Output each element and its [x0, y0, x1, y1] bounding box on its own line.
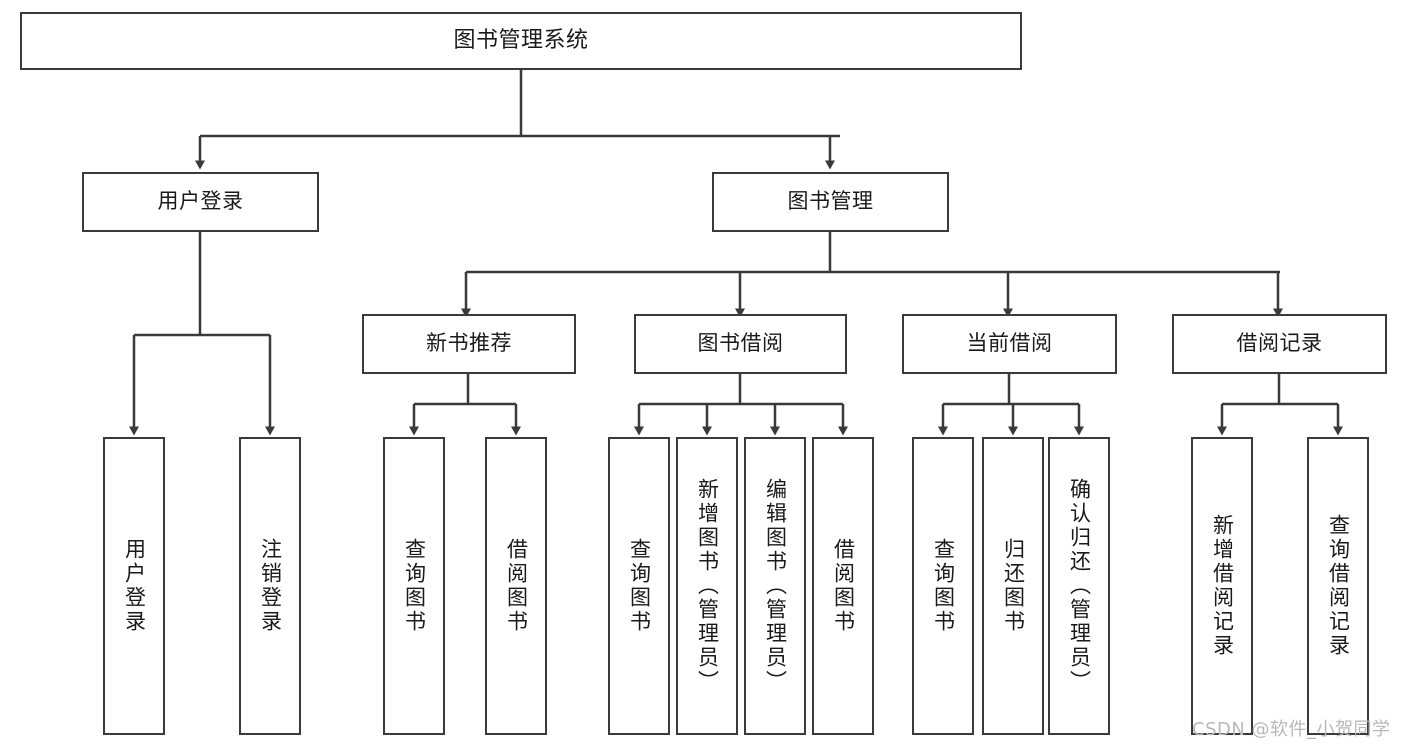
leaf-new-book-borrow[interactable]: 借阅图书 [485, 437, 547, 735]
leaf-new-book-query[interactable]: 查询图书 [383, 437, 445, 735]
leaf-new-book-borrow-label: 借阅图书 [504, 538, 529, 634]
node-book-borrow[interactable]: 图书借阅 [634, 314, 847, 374]
leaf-user-login-logout-label: 注销登录 [258, 538, 283, 634]
leaf-borrow-borrow-book[interactable]: 借阅图书 [812, 437, 874, 735]
node-current-borrow[interactable]: 当前借阅 [902, 314, 1117, 374]
leaf-current-confirm-return-label: 确认归还（管理员） [1067, 478, 1092, 694]
node-current-borrow-label: 当前借阅 [966, 331, 1053, 356]
leaf-new-book-query-label: 查询图书 [402, 538, 427, 634]
node-new-book-recommend[interactable]: 新书推荐 [362, 314, 576, 374]
leaf-current-query-book-label: 查询图书 [931, 538, 956, 634]
leaf-current-return-book[interactable]: 归还图书 [982, 437, 1044, 735]
leaf-record-query[interactable]: 查询借阅记录 [1307, 437, 1369, 735]
leaf-current-confirm-return[interactable]: 确认归还（管理员） [1048, 437, 1110, 735]
leaf-user-login-logout[interactable]: 注销登录 [239, 437, 301, 735]
leaf-borrow-edit-book-label: 编辑图书（管理员） [763, 478, 788, 694]
node-book-management[interactable]: 图书管理 [712, 172, 949, 232]
leaf-current-return-book-label: 归还图书 [1001, 538, 1026, 634]
leaf-user-login-login[interactable]: 用户登录 [103, 437, 165, 735]
node-user-login[interactable]: 用户登录 [82, 172, 319, 232]
node-book-management-label: 图书管理 [787, 189, 874, 214]
leaf-borrow-add-book-label: 新增图书（管理员） [695, 478, 720, 694]
leaf-record-add[interactable]: 新增借阅记录 [1191, 437, 1253, 735]
leaf-borrow-query-book-label: 查询图书 [627, 538, 652, 634]
watermark-text: CSDN @软件_小贺同学 [1192, 719, 1391, 740]
leaf-current-query-book[interactable]: 查询图书 [912, 437, 974, 735]
node-user-login-label: 用户登录 [157, 189, 244, 214]
node-new-book-recommend-label: 新书推荐 [426, 331, 512, 356]
node-borrow-record-label: 借阅记录 [1236, 331, 1323, 356]
node-root-label: 图书管理系统 [453, 27, 589, 53]
node-borrow-record[interactable]: 借阅记录 [1172, 314, 1387, 374]
leaf-borrow-edit-book[interactable]: 编辑图书（管理员） [744, 437, 806, 735]
node-root[interactable]: 图书管理系统 [20, 12, 1022, 70]
leaf-record-query-label: 查询借阅记录 [1326, 514, 1351, 658]
leaf-borrow-borrow-book-label: 借阅图书 [831, 538, 856, 634]
leaf-borrow-add-book[interactable]: 新增图书（管理员） [676, 437, 738, 735]
leaf-user-login-login-label: 用户登录 [122, 538, 147, 634]
node-book-borrow-label: 图书借阅 [697, 331, 784, 356]
leaf-record-add-label: 新增借阅记录 [1210, 514, 1235, 658]
leaf-borrow-query-book[interactable]: 查询图书 [608, 437, 670, 735]
